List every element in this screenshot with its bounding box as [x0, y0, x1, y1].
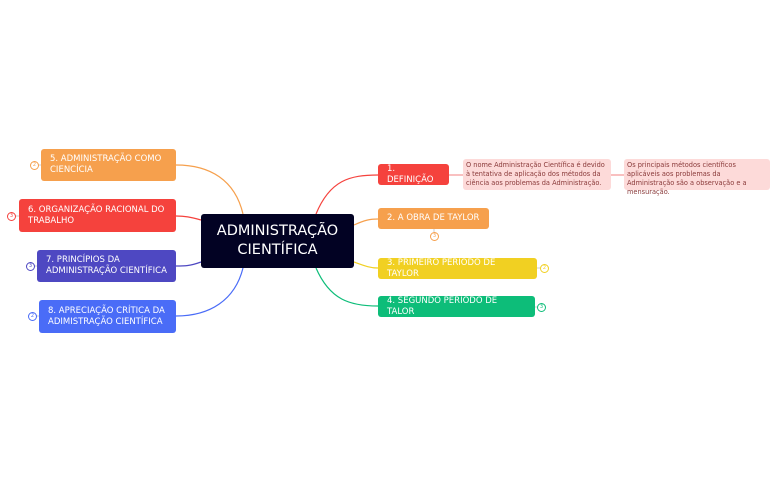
topic-label: 4. SEGUNDO PERÍODO DE TALOR: [387, 295, 498, 317]
topic-administracao-ciencia[interactable]: 5. ADMINISTRAÇÃO COMO CIENCÍCIA: [41, 149, 176, 181]
collapse-count-badge[interactable]: 2: [540, 264, 549, 273]
topic-label: 1. DEFINIÇÃO: [387, 163, 434, 185]
topic-label: 6. ORGANIZAÇÃO RACIONAL DO TRABALHO: [28, 204, 165, 226]
topic-label: 7. PRINCÍPIOS DA ADMINISTRAÇÃO CIENTÍFIC…: [46, 255, 167, 276]
topic-segundo-periodo[interactable]: 4. SEGUNDO PERÍODO DE TALOR: [378, 296, 535, 317]
collapse-count-badge[interactable]: 3: [430, 232, 439, 241]
note-definicao-2[interactable]: Os principais métodos científicos aplicá…: [624, 159, 770, 196]
collapse-count-badge[interactable]: 3: [7, 212, 16, 221]
topic-label: 5. ADMINISTRAÇÃO COMO CIENCÍCIA: [50, 154, 162, 175]
topic-organizacao-racional[interactable]: 6. ORGANIZAÇÃO RACIONAL DO TRABALHO: [19, 199, 176, 232]
connector-4: [315, 267, 379, 307]
topic-label: 2. A OBRA DE TAYLOR: [387, 213, 480, 223]
connector-badges: [15, 164, 540, 317]
topic-primeiro-periodo[interactable]: 3. PRIMEIRO PERÍODO DE TAYLOR: [378, 258, 537, 279]
central-topic[interactable]: ADMINISTRAÇÃO CIENTÍFICA: [201, 214, 354, 268]
connector-7: [175, 261, 202, 267]
topic-apreciacao-critica[interactable]: 8. APRECIAÇÃO CRÍTICA DA ADIMISTRAÇÃO CI…: [39, 300, 176, 333]
topic-label: 3. PRIMEIRO PERÍODO DE TAYLOR: [387, 257, 496, 279]
connector-8: [175, 267, 244, 317]
collapse-count-badge[interactable]: 3: [537, 303, 546, 312]
connector-5: [175, 164, 244, 215]
collapse-count-badge[interactable]: 2: [28, 312, 37, 321]
topic-definicao[interactable]: 1. DEFINIÇÃO: [378, 164, 449, 185]
collapse-count-badge[interactable]: 3: [26, 262, 35, 271]
connector-3: [353, 261, 379, 269]
connector-2: [353, 218, 379, 226]
topic-label: 8. APRECIAÇÃO CRÍTICA DA ADIMISTRAÇÃO CI…: [48, 305, 165, 327]
connector-6: [175, 215, 202, 221]
topic-obra-taylor[interactable]: 2. A OBRA DE TAYLOR: [378, 208, 489, 229]
topic-principios[interactable]: 7. PRINCÍPIOS DA ADMINISTRAÇÃO CIENTÍFIC…: [37, 250, 176, 282]
central-topic-label: ADMINISTRAÇÃO CIENTÍFICA: [216, 223, 339, 258]
collapse-count-badge[interactable]: 2: [30, 161, 39, 170]
note-definicao-1[interactable]: O nome Administração Científica é devido…: [463, 159, 611, 190]
connector-1: [315, 174, 379, 215]
